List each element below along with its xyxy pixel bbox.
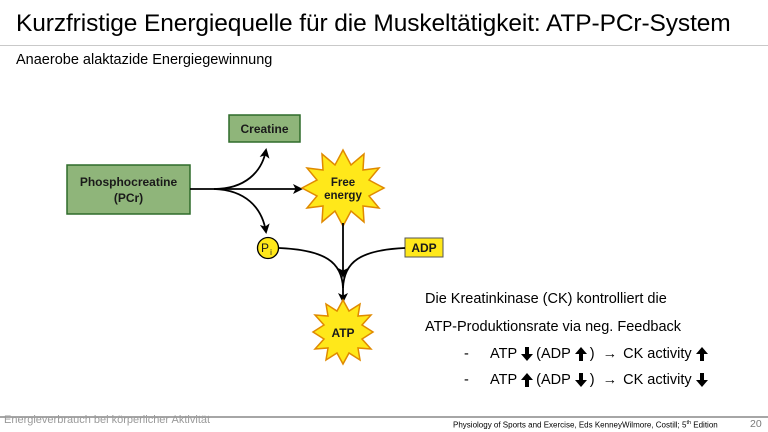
- close-paren: ): [589, 372, 595, 388]
- source-edition: Edition: [691, 420, 718, 430]
- adp-text: (ADP: [536, 372, 571, 388]
- pi-label: P: [261, 241, 269, 255]
- close-paren: ): [589, 346, 595, 362]
- arrow-to-creatine: [213, 148, 270, 190]
- footer-lecture-title: Energieverbrauch bei körperlicher Aktivi…: [4, 414, 211, 426]
- source-superscript: th: [686, 420, 692, 426]
- atp-label: ATP: [331, 326, 354, 340]
- pi-to-atp-curve: [278, 247, 344, 289]
- feedback-row-2: - ATP (ADP ) → CK activity: [464, 371, 711, 389]
- bullet-dash: -: [464, 372, 469, 388]
- down-arrow-icon: [574, 373, 587, 387]
- ck-description-line2: ATP-Produktionsrate via neg. Feedback: [425, 319, 682, 335]
- footer-divider: [0, 416, 768, 418]
- energy-label: energy: [324, 190, 362, 202]
- atp-text: ATP: [490, 346, 518, 362]
- title-divider: [0, 45, 768, 46]
- page-subtitle: Anaerobe alaktazide Energiegewinnung: [16, 52, 273, 68]
- phosphocreatine-box: Phosphocreatine (PCr): [66, 164, 191, 215]
- phosphocreatine-label: Phosphocreatine: [80, 175, 178, 189]
- page-title: Kurzfristige Energiequelle für die Muske…: [16, 10, 731, 37]
- arrow-to-pi: [213, 188, 270, 234]
- implies-arrow-icon: →: [602, 346, 618, 362]
- adp-box: ADP: [404, 237, 444, 258]
- ck-activity-text: CK activity: [623, 346, 692, 362]
- free-label: Free: [331, 177, 355, 189]
- adp-text: (ADP: [536, 346, 571, 362]
- down-arrow-icon: [521, 347, 534, 361]
- ck-activity-text: CK activity: [623, 372, 692, 388]
- pi-circle: P i: [256, 236, 280, 260]
- pcr-label: (PCr): [114, 191, 143, 205]
- adp-to-atp-curve: [342, 247, 406, 289]
- up-arrow-icon: [521, 373, 534, 387]
- creatine-box: Creatine: [228, 114, 301, 143]
- atp-burst: ATP: [311, 298, 375, 366]
- footer-source: Physiology of Sports and Exercise, Eds K…: [453, 420, 718, 430]
- atp-text: ATP: [490, 372, 518, 388]
- down-arrow-icon: [695, 373, 708, 387]
- source-text: Physiology of Sports and Exercise, Eds K…: [453, 420, 687, 430]
- up-arrow-icon: [695, 347, 708, 361]
- bullet-dash: -: [464, 346, 469, 362]
- ck-description-line1: Die Kreatinkinase (CK) kontrolliert die: [425, 291, 667, 307]
- adp-label: ADP: [411, 241, 436, 255]
- feedback-row-1: - ATP (ADP ) → CK activity: [464, 345, 711, 363]
- up-arrow-icon: [574, 347, 587, 361]
- free-energy-burst: Free energy: [300, 148, 386, 228]
- page-number: 20: [750, 418, 762, 430]
- pi-subscript: i: [270, 248, 272, 257]
- creatine-label: Creatine: [240, 122, 288, 136]
- implies-arrow-icon: →: [602, 372, 618, 388]
